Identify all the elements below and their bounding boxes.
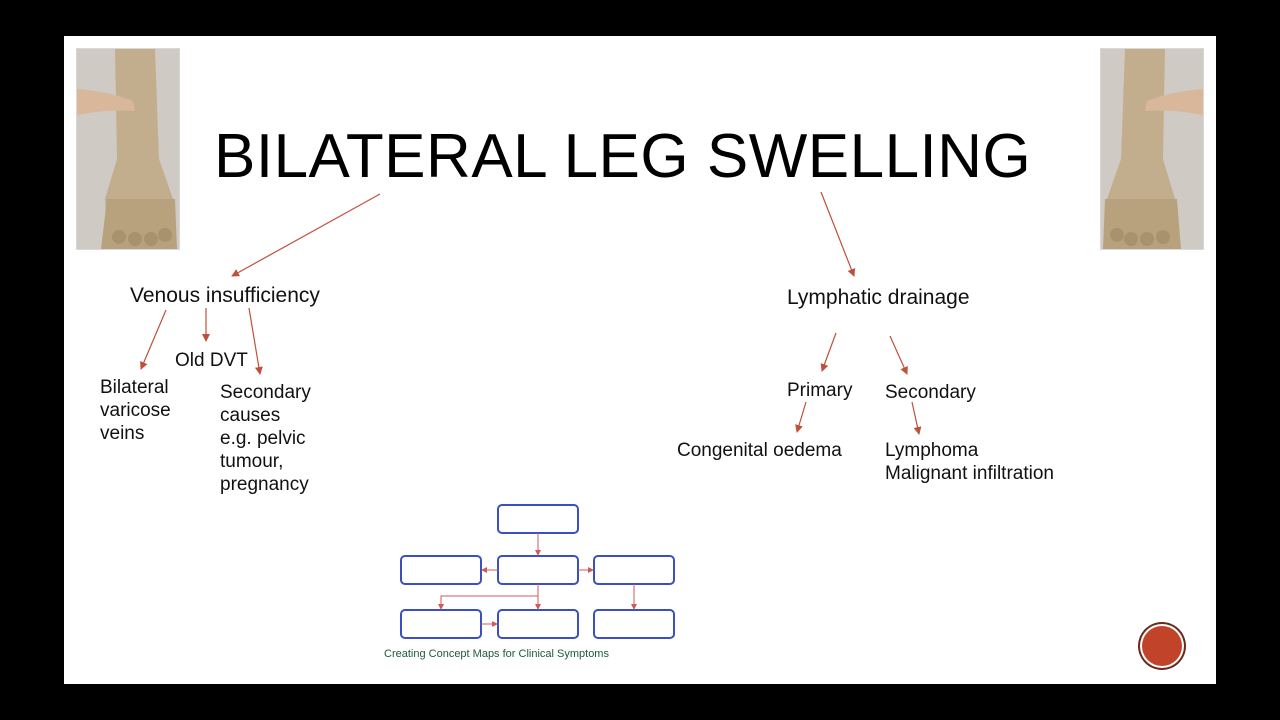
venous-insufficiency-node: Venous insufficiency [130,284,320,307]
arrow-title-to-venous [231,193,381,277]
arrow-primary-to-congenital [795,401,807,433]
map-box-mid-center [497,555,579,585]
leg-image-left [77,49,179,249]
leg-image-right [1101,49,1203,249]
lymphatic-drainage-node: Lymphatic drainage [787,286,970,309]
map-box-bottom-center [497,609,579,639]
slide: BILATERAL LEG SWELLING Venous insufficie… [64,36,1216,684]
congenital-oedema-node: Congenital oedema [677,440,842,461]
map-box-mid-left [400,555,482,585]
map-box-bottom-left [400,609,482,639]
record-button-icon[interactable] [1142,626,1182,666]
slide-title: BILATERAL LEG SWELLING [214,122,1032,191]
arrow-lymphatic-to-primary [820,332,837,372]
map-arrow-center-bottom-left [438,595,538,610]
concept-map-thumbnail [400,504,675,639]
swollen-leg-photo-right [1100,48,1204,250]
arrow-lymphatic-to-secondary [889,335,908,375]
lymphoma-node: Lymphoma Malignant infiltration [885,440,1054,484]
arrow-venous-to-secondary [248,307,263,375]
arrow-venous-to-varicose [140,309,167,370]
secondary-causes-node: Secondary causes e.g. pelvic tumour, pre… [220,382,311,495]
concept-map-caption: Creating Concept Maps for Clinical Sympt… [384,648,609,660]
secondary-node: Secondary [885,382,976,403]
primary-node: Primary [787,380,853,401]
map-box-bottom-right [593,609,675,639]
diagram-arrows [140,191,922,435]
map-box-mid-right [593,555,675,585]
swollen-leg-photo-left [76,48,180,250]
map-box-root [497,504,579,534]
arrow-title-to-lymphatic [820,191,856,277]
bilateral-varicose-veins-node: Bilateral varicose veins [100,377,171,444]
old-dvt-node: Old DVT [175,350,248,371]
arrow-secondary-to-lymphoma [911,401,922,435]
